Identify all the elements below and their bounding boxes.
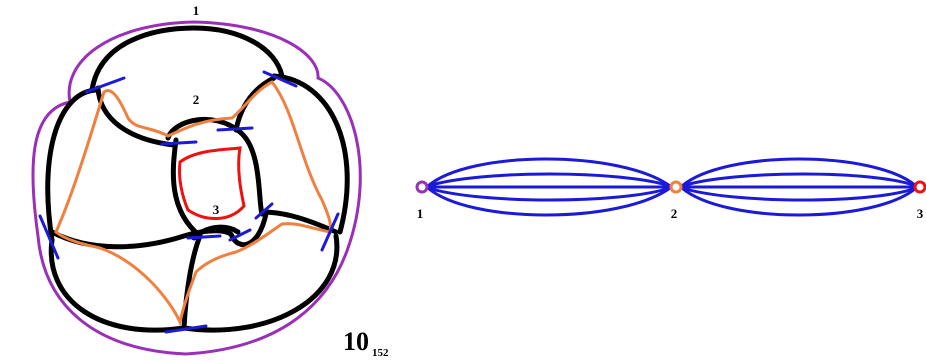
knot-strand-inner-i [191,224,241,241]
knot-diagram: 1 2 3 10 152 [31,3,389,359]
graph-edge [681,172,917,188]
smoothing-mark [228,228,252,242]
knot-name-subscript: 152 [372,347,389,359]
state-graph: 1 2 3 [415,157,926,221]
state-circle-3 [178,146,246,221]
graph-vertex-label-2: 2 [671,206,678,221]
knot-strand-inner-c [170,137,203,239]
graph-edge [681,186,917,202]
knot-name: 10 [343,327,369,356]
state-circle-2 [54,80,332,327]
knot-strand-lower-right-lobe [181,233,340,333]
graph-edges-1-2 [427,157,671,217]
graph-edge [681,157,917,188]
graph-vertex-2 [669,180,683,194]
smoothing-mark [262,70,298,88]
knot-strand-lower-left-lobe [48,237,187,333]
smoothing-mark [164,324,208,334]
knot-strand-inner-f [181,233,203,331]
smoothing-mark [320,212,340,252]
state-circle-1 [31,20,362,356]
graph-edges-2-3 [681,157,917,217]
graph-edge [427,172,671,188]
graph-vertex-1 [415,180,429,194]
knot-strands [45,25,350,333]
graph-edge [427,186,671,202]
smoothing-mark [84,76,126,94]
smoothing-mark [216,126,254,132]
knot-state-label-3: 3 [213,202,220,217]
knot-state-label-2: 2 [193,92,200,107]
knot-strand-inner-d [165,116,265,217]
smoothing-marks [38,70,340,334]
graph-vertex-label-1: 1 [417,206,424,221]
graph-edge [427,186,671,217]
knot-strand-top-lobe [89,25,285,93]
knot-strand-inner-h [259,209,339,235]
graph-vertex-label-3: 3 [917,206,924,221]
graph-vertex-3 [913,180,926,194]
smoothing-mark [38,214,60,260]
graph-edge [681,186,917,217]
knot-strand-right-lobe [271,73,350,235]
knot-strand-inner-a [95,85,177,148]
graph-edge [427,157,671,188]
smoothing-mark [186,234,222,240]
knot-state-label-1: 1 [193,3,200,18]
smoothing-mark [254,202,274,220]
smoothing-mark [160,140,198,146]
knot-strand-left-lobe [45,87,99,243]
